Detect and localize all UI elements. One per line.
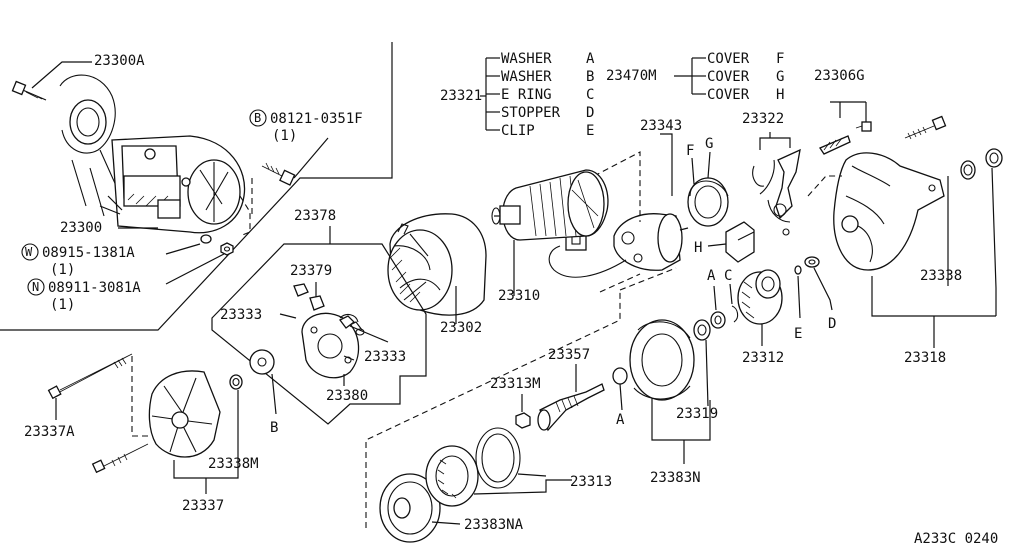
label-23338: 23338	[920, 268, 962, 284]
label-23357: 23357	[548, 347, 590, 363]
label-G: G	[705, 136, 713, 152]
kit-23321-item-2-name: WASHER	[501, 69, 552, 85]
kit-23470M: 23470M COVER F COVER G COVER H	[606, 51, 784, 103]
rear-cover-23318: 23306G 23338 23318	[807, 68, 1003, 366]
washer-08915-drawing	[200, 234, 212, 244]
solenoid-23343: 23343	[548, 118, 689, 293]
label-23470M: 23470M	[606, 68, 657, 84]
kit-23470M-item-1-name: COVER	[707, 51, 750, 67]
label-23306G: 23306G	[814, 68, 865, 84]
kit-23321-item-3-name: E RING	[501, 87, 552, 103]
label-23343: 23343	[640, 118, 682, 134]
nut-08911-drawing	[220, 242, 234, 256]
drive-parts: 23383NA 23313 23313M 23357 A 23319 23	[365, 267, 784, 543]
label-23379: 23379	[290, 263, 332, 279]
label-23300: 23300	[60, 220, 102, 236]
kit-23321: 23321 WASHER A WASHER B E RING C STOPPER…	[440, 51, 595, 139]
label-23378: 23378	[294, 208, 336, 224]
kit-23470M-item-3-name: COVER	[707, 87, 750, 103]
qty-08911: (1)	[50, 297, 75, 313]
qty-08915: (1)	[50, 262, 75, 278]
label-23337: 23337	[182, 498, 224, 514]
kit-23321-item-4-code: D	[586, 105, 594, 121]
armature-23310: 23310	[491, 169, 609, 304]
label-23322: 23322	[742, 111, 784, 127]
covers-FGH: F G H	[686, 136, 755, 263]
label-23338M: 23338M	[208, 456, 259, 472]
label-B: B	[270, 420, 278, 436]
label-A-upper: A	[707, 268, 716, 284]
prefix-n: N	[32, 280, 39, 294]
callout-08915-1381A: W 08915-1381A (1)	[21, 243, 135, 278]
prefix-w: W	[25, 245, 33, 259]
label-23313: 23313	[570, 474, 612, 490]
shift-lever-23322: 23322	[742, 111, 801, 236]
label-23321: 23321	[440, 88, 482, 104]
label-23337A: 23337A	[24, 424, 75, 440]
label-C: C	[724, 268, 732, 284]
kit-23470M-item-3-code: H	[776, 87, 784, 103]
label-23318: 23318	[904, 350, 946, 366]
label-E: E	[794, 326, 802, 342]
leaders-top-left	[31, 61, 329, 285]
brush-spring-drawing	[293, 283, 309, 297]
label-D: D	[828, 316, 836, 332]
bolt-23300A-drawing	[11, 80, 47, 101]
kit-23321-item-4-name: STOPPER	[501, 105, 561, 121]
diagram-code: A233C 0240	[914, 531, 998, 547]
bolt-08121-drawing	[261, 162, 296, 186]
label-23383N: 23383N	[650, 470, 701, 486]
label-08121-0351F: 08121-0351F	[270, 111, 363, 127]
label-08911-3081A: 08911-3081A	[48, 280, 141, 296]
brush-holder-group-23378: 23378 23379 23333 23333 23380	[211, 208, 427, 425]
label-23312: 23312	[742, 350, 784, 366]
label-A-lower: A	[616, 412, 625, 428]
label-23333-left: 23333	[220, 307, 262, 323]
yoke-23302: 23302	[387, 213, 487, 336]
label-08915-1381A: 08915-1381A	[42, 245, 135, 261]
callout-08121-0351F: B 08121-0351F (1)	[249, 109, 363, 144]
label-H: H	[694, 240, 702, 256]
label-23313M: 23313M	[490, 376, 541, 392]
label-23333-right: 23333	[364, 349, 406, 365]
label-23310: 23310	[498, 288, 540, 304]
kit-23321-item-1-code: A	[586, 51, 595, 67]
kit-23470M-item-1-code: F	[776, 51, 784, 67]
kit-23321-item-1-name: WASHER	[501, 51, 552, 67]
kit-23470M-item-2-code: G	[776, 69, 784, 85]
label-F: F	[686, 143, 694, 159]
kit-23321-item-5-code: E	[586, 123, 594, 139]
kit-23470M-item-2-name: COVER	[707, 69, 750, 85]
label-23300A: 23300A	[94, 53, 145, 69]
prefix-b: B	[254, 111, 261, 125]
section-divider	[0, 42, 393, 331]
callout-08911-3081A: N 08911-3081A (1)	[27, 278, 141, 313]
label-23302: 23302	[440, 320, 482, 336]
starter-assembly-23300	[11, 74, 246, 234]
kit-23321-item-2-code: B	[586, 69, 594, 85]
kit-23321-item-3-code: C	[586, 87, 594, 103]
label-23383NA: 23383NA	[464, 517, 524, 533]
stopper-washer: E D	[794, 256, 836, 342]
kit-23321-item-5-name: CLIP	[501, 123, 535, 139]
label-23319: 23319	[676, 406, 718, 422]
label-23380: 23380	[326, 388, 368, 404]
commutator-end-frame-23337: 23337A 23338M 23337 B	[24, 349, 278, 514]
qty-08121: (1)	[272, 128, 297, 144]
